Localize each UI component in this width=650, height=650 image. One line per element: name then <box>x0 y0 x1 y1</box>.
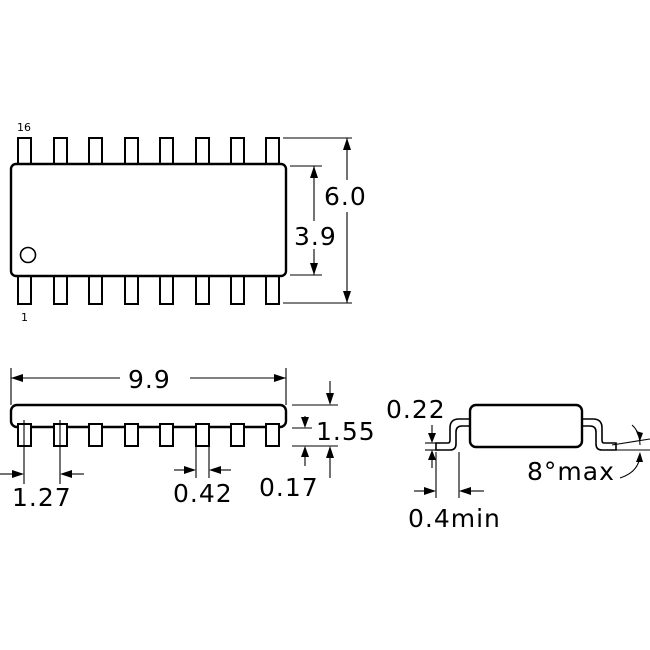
top-view: 16 1 6.0 3.9 <box>9 121 368 324</box>
bottom-pin <box>88 275 103 305</box>
body-width-label: 3.9 <box>294 222 337 251</box>
standoff-label: 0.17 <box>259 473 319 502</box>
top-pin-row <box>17 137 280 167</box>
lead-width-dimension: 0.42 <box>173 446 233 508</box>
bottom-pin <box>195 275 210 305</box>
bottom-pin-row <box>17 275 280 305</box>
bottom-pin <box>17 275 32 305</box>
top-pin <box>17 137 32 167</box>
overall-width-dimension: 6.0 <box>283 137 368 304</box>
pin-16-label: 16 <box>17 121 31 134</box>
body-width-dimension: 3.9 <box>290 165 338 276</box>
side-lead <box>265 423 280 447</box>
lead-thickness-dimension: 0.22 <box>386 395 446 468</box>
pitch-dimension: 1.27 <box>0 420 84 512</box>
pitch-label: 1.27 <box>12 483 72 512</box>
pin1-marker-dot <box>19 246 37 264</box>
pin-1-label: 1 <box>21 311 28 324</box>
top-pin <box>124 137 139 167</box>
left-lead <box>435 418 470 451</box>
side-lead <box>195 423 210 447</box>
side-view: 9.9 1.27 <box>0 364 376 512</box>
bottom-pin <box>159 275 174 305</box>
body-length-dimension: 9.9 <box>10 364 287 405</box>
side-lead <box>124 423 139 447</box>
lead-thickness-label: 0.22 <box>386 395 446 424</box>
foot-angle-label: 8°max <box>527 457 615 486</box>
package-body-end <box>468 403 584 449</box>
top-pin <box>88 137 103 167</box>
package-body-top <box>9 162 288 278</box>
foot-length-label: 0.4min <box>408 504 501 533</box>
side-lead <box>159 423 174 447</box>
package-body-side <box>9 403 288 429</box>
side-lead <box>230 423 245 447</box>
foot-angle-dimension: 8°max <box>527 424 650 486</box>
foot-length-dimension: 0.4min <box>408 452 501 533</box>
bottom-pin <box>230 275 245 305</box>
top-pin <box>159 137 174 167</box>
overall-width-label: 6.0 <box>324 182 367 211</box>
top-pin <box>195 137 210 167</box>
standoff-dimension: 0.17 <box>259 416 319 502</box>
height-label: 1.55 <box>316 417 376 446</box>
lead-width-label: 0.42 <box>173 479 233 508</box>
right-lead <box>582 418 617 451</box>
top-pin <box>265 137 280 167</box>
top-pin <box>53 137 68 167</box>
bottom-pin <box>265 275 280 305</box>
bottom-pin <box>53 275 68 305</box>
top-pin <box>230 137 245 167</box>
height-dimension: 1.55 <box>292 381 376 478</box>
body-length-label: 9.9 <box>128 365 171 394</box>
bottom-pin <box>124 275 139 305</box>
end-view: 0.22 0.4min 8°max <box>386 395 650 533</box>
side-lead <box>88 423 103 447</box>
